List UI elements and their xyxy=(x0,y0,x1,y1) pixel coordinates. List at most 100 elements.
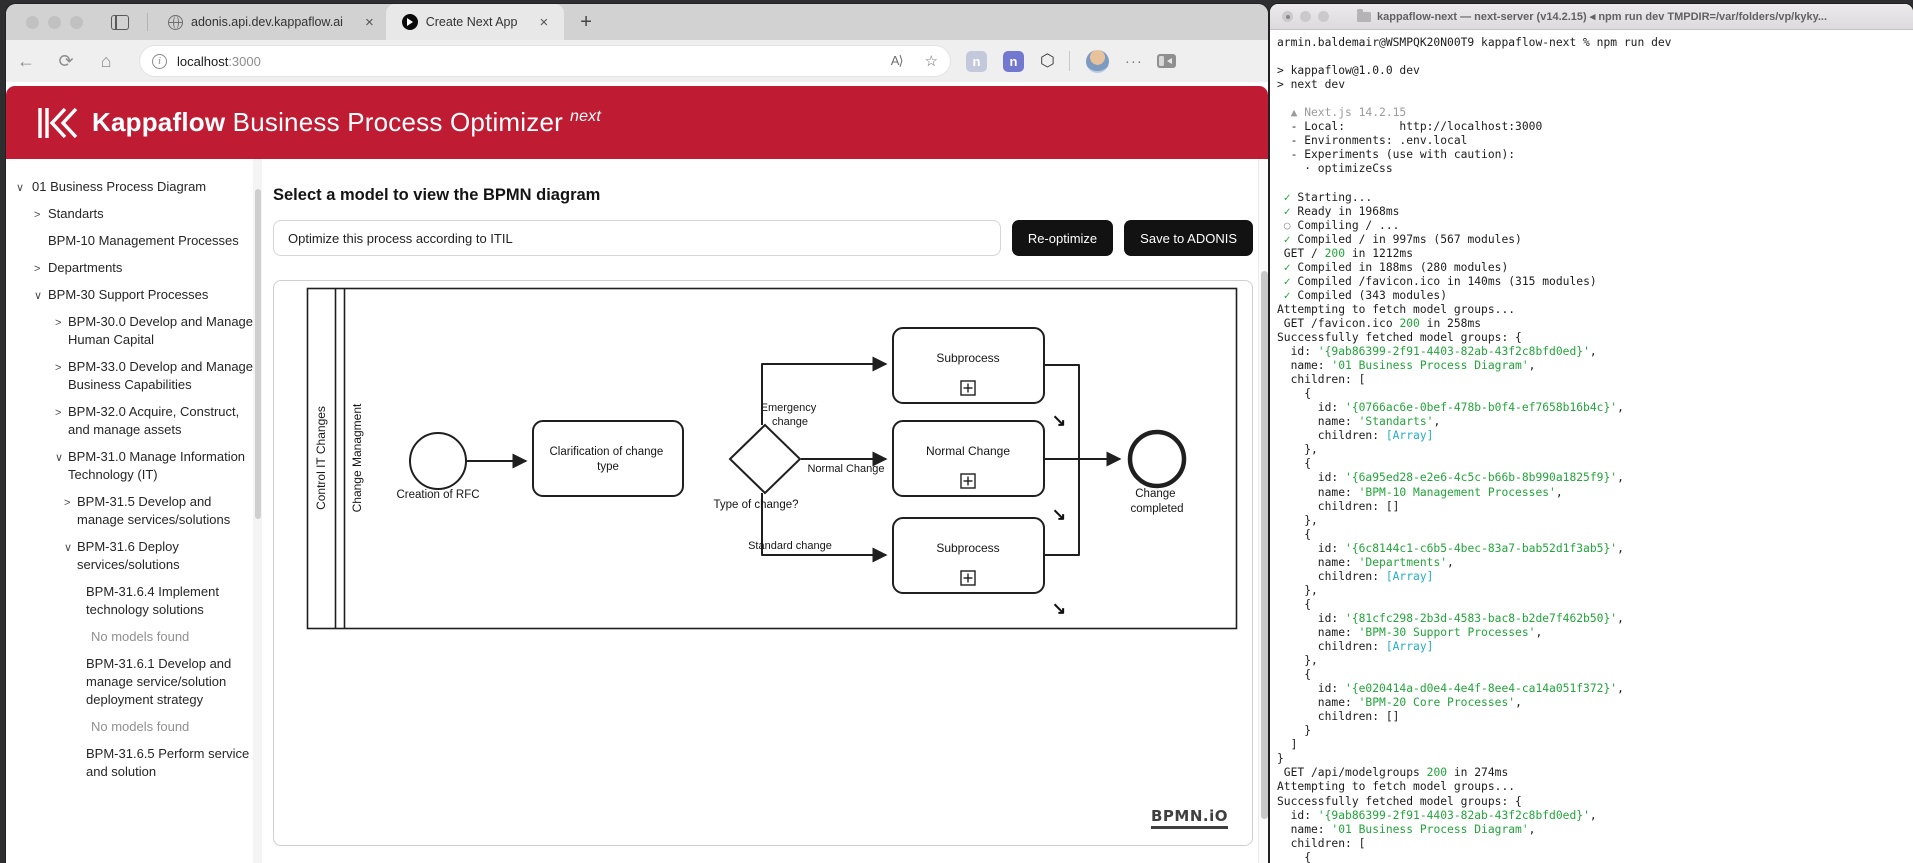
sidebar-tree-item[interactable]: > Standarts xyxy=(6,205,261,223)
zoom-window-button[interactable] xyxy=(1318,11,1329,22)
flow-label-standard: Standard change xyxy=(748,540,832,552)
terminal-line: { xyxy=(1277,387,1312,401)
terminal-line: ✓ Compiled / in 997ms (567 modules) xyxy=(1277,232,1522,246)
sidebar-tree-item[interactable]: BPM-31.6.4 Implement technology solution… xyxy=(6,583,261,619)
terminal-line: id: '{9ab86399-2f91-4403-82ab-43f2c8bfd0… xyxy=(1277,808,1597,822)
chevron-down-icon[interactable]: ∨ xyxy=(16,182,25,194)
task-clarification[interactable] xyxy=(532,420,684,497)
chevron-down-icon[interactable]: ∨ xyxy=(64,542,73,554)
sidebar-tree-item[interactable]: >BPM-32.0 Acquire, Construct, and manage… xyxy=(6,403,261,439)
terminal-line: ✓ Compiled (343 modules) xyxy=(1277,288,1448,302)
reoptimize-button[interactable]: Re-optimize xyxy=(1011,220,1114,256)
end-event[interactable] xyxy=(1127,429,1187,489)
flow-bottom-out[interactable] xyxy=(1044,459,1080,556)
page-scrollbar-thumb[interactable] xyxy=(1260,271,1268,819)
subprocess-emergency[interactable] xyxy=(892,327,1045,404)
terminal-line: children: [] xyxy=(1277,499,1400,513)
sidebar-tree-item[interactable]: >BPM-30.0 Develop and Manage Human Capit… xyxy=(6,313,261,349)
terminal-line: } xyxy=(1277,752,1284,766)
subprocess-standard[interactable] xyxy=(892,517,1045,594)
bpmn-pool[interactable] xyxy=(306,287,1238,630)
terminal-line: } xyxy=(1277,724,1312,738)
start-event[interactable] xyxy=(409,432,467,490)
page-info-icon[interactable]: i xyxy=(152,53,167,69)
subprocess-label: Subprocess xyxy=(936,351,999,365)
terminal-line: ✓ Ready in 1968ms xyxy=(1277,204,1400,218)
url-text: localhost:3000 xyxy=(177,53,261,69)
terminal-line: name: 'Standarts', xyxy=(1277,415,1441,429)
sidebar-tree-item[interactable]: ∨BPM-31.6 Deploy services/solutions xyxy=(6,538,261,574)
minimize-window-button[interactable] xyxy=(1300,11,1311,22)
drilldown-arrow-icon[interactable]: ↘ xyxy=(1052,411,1066,430)
zoom-window-button[interactable] xyxy=(70,15,83,29)
close-window-button[interactable] xyxy=(1282,11,1293,22)
close-tab-icon[interactable]: × xyxy=(364,13,374,31)
tab-adonis[interactable]: adonis.api.dev.kappaflow.ai × xyxy=(156,4,386,40)
terminal-line: ] xyxy=(1277,738,1298,752)
globe-icon xyxy=(168,14,183,30)
tree-item-label: Standarts xyxy=(48,206,104,221)
sidebar-tree-item[interactable]: ∨BPM-31.0 Manage Information Technology … xyxy=(6,448,261,484)
sidebar-scrollbar-thumb[interactable] xyxy=(254,189,261,519)
flow-emergency[interactable] xyxy=(761,363,886,425)
bookmark-star-icon[interactable]: ☆ xyxy=(924,53,938,70)
drilldown-arrow-icon[interactable]: ↘ xyxy=(1052,505,1066,524)
sidebar-tree-item[interactable]: ∨01 Business Process Diagram xyxy=(6,178,261,196)
gateway-type-of-change[interactable] xyxy=(728,423,802,495)
main-content: Select a model to view the BPMN diagram … xyxy=(263,159,1258,863)
page-scrollbar[interactable] xyxy=(1258,159,1268,863)
reload-icon[interactable]: ⟳ xyxy=(58,50,74,71)
url-bar[interactable]: i localhost:3000 A⟩ ☆ xyxy=(140,46,950,76)
extension-n2-icon[interactable]: n xyxy=(1003,50,1024,72)
sidebar-tree-item[interactable]: BPM-31.6.1 Develop and manage service/so… xyxy=(6,655,261,709)
chevron-right-icon[interactable]: > xyxy=(55,407,62,419)
terminal-line: ○ Compiling / ... xyxy=(1277,218,1400,232)
terminal-window-controls xyxy=(1270,11,1339,22)
tab-overview-icon[interactable] xyxy=(1156,54,1176,68)
sidebar-tree-item[interactable]: ∨BPM-30 Support Processes xyxy=(6,286,261,304)
chevron-right-icon[interactable]: > xyxy=(34,263,41,275)
terminal-line xyxy=(1277,50,1913,64)
drilldown-arrow-icon[interactable]: ↘ xyxy=(1052,599,1066,618)
tab-create-next-app[interactable]: Create Next App × xyxy=(385,4,565,40)
terminal-line: { xyxy=(1277,527,1312,541)
close-window-button[interactable] xyxy=(26,15,39,29)
sidebar-scrollbar[interactable] xyxy=(253,159,262,863)
terminal-line xyxy=(1277,92,1913,106)
bpmn-diagram-canvas[interactable]: Control IT Changes Change Managment xyxy=(273,280,1253,846)
chevron-right-icon[interactable]: > xyxy=(64,497,71,509)
browser-sidebar-toggle-icon[interactable] xyxy=(111,14,129,30)
terminal-line: children: [Array] xyxy=(1277,640,1434,654)
terminal-title-bar: kappaflow-next — next-server (v14.2.15) … xyxy=(1270,4,1913,30)
chevron-right-icon[interactable]: > xyxy=(55,362,62,374)
flow-top-out[interactable] xyxy=(1044,364,1080,459)
chevron-right-icon[interactable]: > xyxy=(34,209,41,221)
profile-avatar[interactable] xyxy=(1085,49,1109,73)
sidebar-tree-item[interactable]: >BPM-31.5 Develop and manage services/so… xyxy=(6,493,261,529)
subprocess-normal[interactable] xyxy=(892,420,1045,497)
chevron-down-icon[interactable]: ∨ xyxy=(55,452,64,464)
sidebar-tree-item[interactable]: >Departments xyxy=(6,259,261,277)
extension-puzzle-icon[interactable]: ⬡ xyxy=(1040,51,1055,70)
chevron-down-icon[interactable]: ∨ xyxy=(34,290,43,302)
chevron-right-icon[interactable]: > xyxy=(55,317,62,329)
extension-n1-icon[interactable]: n xyxy=(966,50,987,72)
close-tab-icon[interactable]: × xyxy=(539,13,549,31)
flow-standard[interactable] xyxy=(761,493,886,556)
sidebar-tree-item[interactable]: BPM-31.6.5 Perform service and solution xyxy=(6,745,261,781)
more-options-icon[interactable]: ··· xyxy=(1124,52,1143,70)
reader-view-icon[interactable]: A⟩ xyxy=(890,53,904,68)
home-icon[interactable]: ⌂ xyxy=(100,50,112,71)
terminal-line: children: [ xyxy=(1277,373,1366,387)
terminal-line: children: [] xyxy=(1277,710,1400,724)
save-to-adonis-button[interactable]: Save to ADONIS xyxy=(1124,220,1253,256)
sidebar-tree-item[interactable]: BPM-10 Management Processes xyxy=(6,232,261,250)
terminal-line: name: '01 Business Process Diagram', xyxy=(1277,822,1536,836)
new-tab-button[interactable]: + xyxy=(580,10,592,33)
optimize-prompt-input[interactable] xyxy=(273,220,1001,256)
terminal-line: name: 'BPM-20 Core Processes', xyxy=(1277,696,1522,710)
sidebar-tree-item[interactable]: >BPM-33.0 Develop and Manage Business Ca… xyxy=(6,358,261,394)
minimize-window-button[interactable] xyxy=(48,15,61,29)
back-icon[interactable]: ← xyxy=(17,50,35,71)
